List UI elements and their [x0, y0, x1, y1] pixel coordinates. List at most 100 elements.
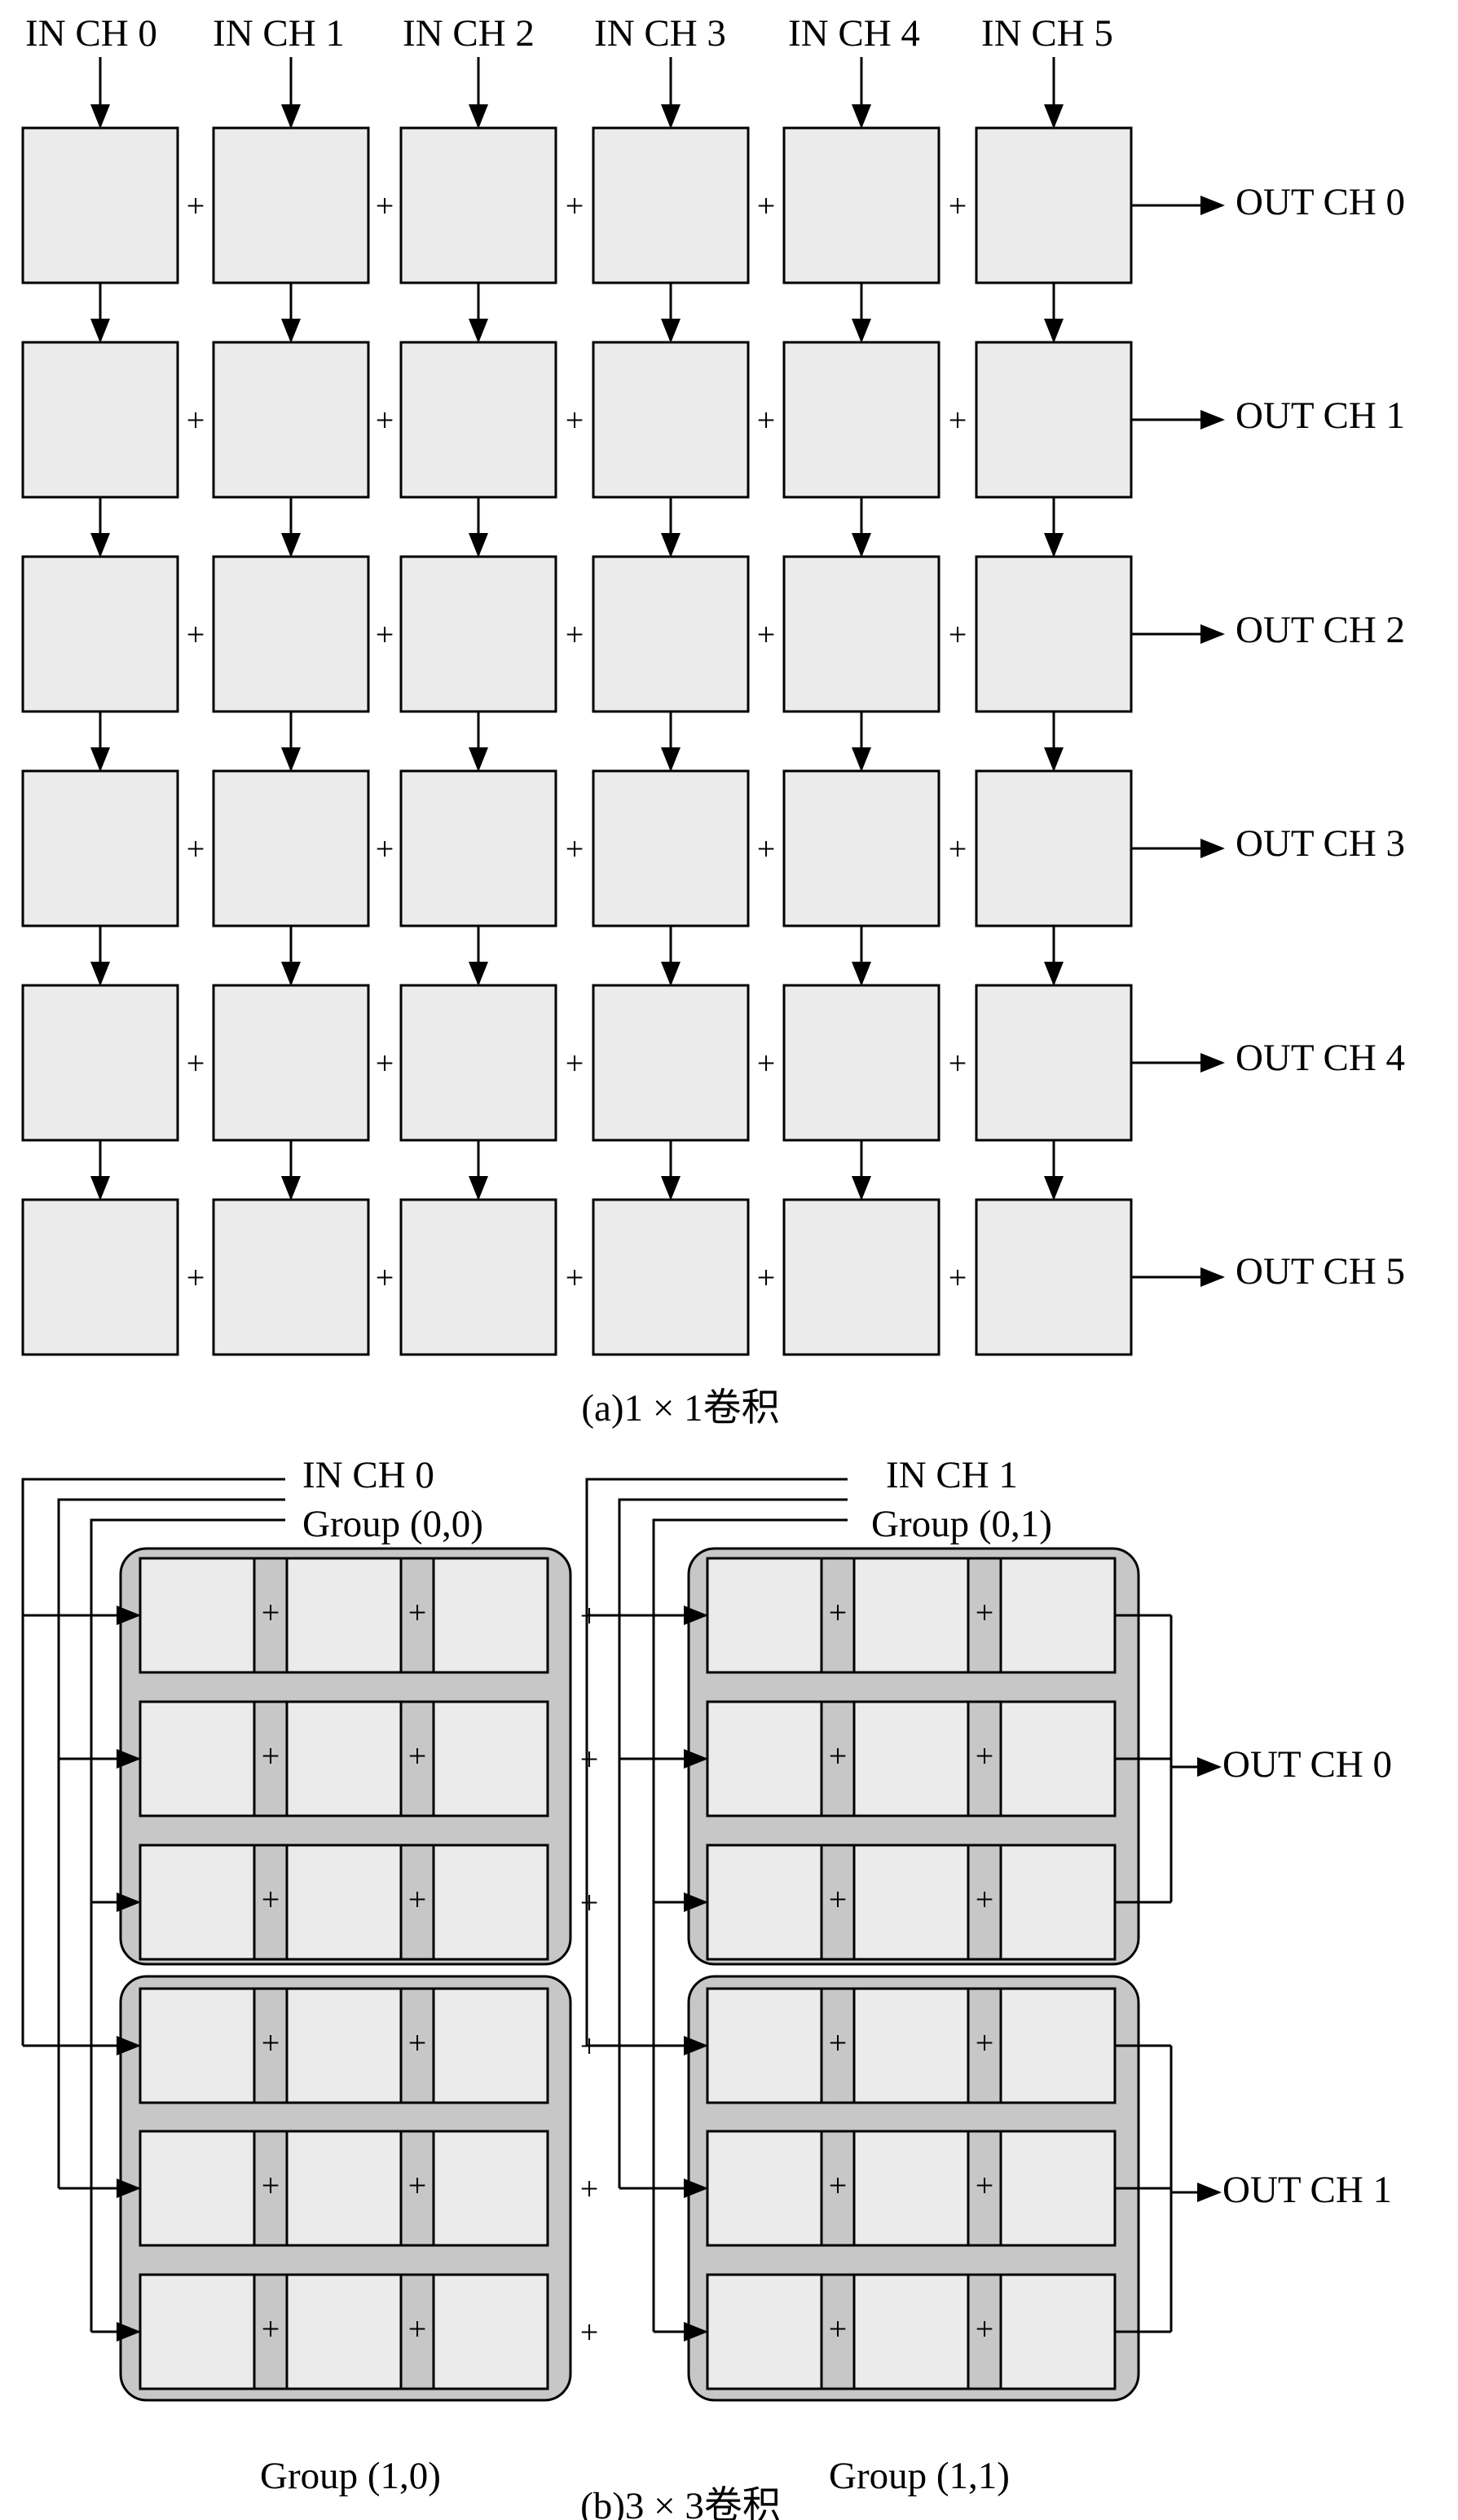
kernel-cell	[139, 2130, 256, 2247]
kernel-cell	[852, 1700, 970, 1817]
group-label: Group (1,0)	[260, 2455, 441, 2497]
kernel-cell	[399, 769, 557, 927]
kernel-row: ++	[706, 1987, 1117, 2104]
input-channel-label: IN CH 3	[594, 12, 726, 55]
group-sum-operators: ++++++	[580, 1597, 599, 2350]
kernel-row: ++	[706, 1700, 1117, 1817]
kernel-cell	[706, 1844, 823, 1961]
kernel-cell	[999, 1987, 1117, 2104]
kernel-cell	[212, 126, 370, 284]
kernel-row: ++	[706, 2130, 1117, 2247]
kernel-cell	[975, 126, 1133, 284]
output-channel-label: OUT CH 1	[1236, 394, 1405, 437]
kernel-row: ++	[706, 1844, 1117, 1961]
plus-operator: +	[262, 1738, 280, 1774]
kernel-cell	[975, 769, 1133, 927]
input-channel-label: IN CH 0	[302, 1454, 434, 1496]
plus-operator: +	[976, 2024, 994, 2061]
kernel-cell	[399, 341, 557, 499]
kernel-cell	[592, 769, 750, 927]
kernel-cell	[21, 341, 179, 499]
plus-operator: +	[187, 1045, 205, 1082]
plus-operator: +	[187, 402, 205, 438]
group-label: Group (1,1)	[829, 2455, 1010, 2497]
kernel-cell	[852, 2273, 970, 2390]
plus-operator: +	[566, 1259, 584, 1296]
kernel-cell	[21, 769, 179, 927]
kernel-cell	[139, 2273, 256, 2390]
plus-operator: +	[829, 1738, 848, 1774]
plus-operator: +	[566, 616, 584, 653]
kernel-cell	[139, 1987, 256, 2104]
kernel-groups: ++++++++++++++++++++++++	[119, 1547, 1140, 2402]
plus-operator: +	[757, 402, 776, 438]
sum-separator	[399, 1987, 435, 2104]
plus-operator: +	[757, 187, 776, 224]
plus-operator: +	[262, 2167, 280, 2204]
plus-operator: +	[408, 2311, 427, 2347]
kernel-cell	[285, 1987, 403, 2104]
kernel-cell	[782, 984, 940, 1142]
plus-operator: +	[408, 1881, 427, 1918]
plus-operator: +	[829, 1594, 848, 1631]
plus-operator: +	[566, 187, 584, 224]
kernel-cell	[999, 1844, 1117, 1961]
plus-operator: +	[376, 1259, 394, 1296]
plus-operator: +	[976, 2167, 994, 2204]
sum-separator	[399, 1700, 435, 1817]
input-bus-wire	[618, 1498, 848, 2188]
kernel-cell	[592, 126, 750, 284]
plus-operator: +	[566, 830, 584, 867]
output-channel-label: OUT CH 0	[1222, 1743, 1392, 1786]
kernel-cell	[975, 984, 1133, 1142]
input-channel-labels: IN CH 0 IN CH 1 IN CH 2 IN CH 3 IN CH 4 …	[25, 12, 1113, 55]
plus-operator: +	[829, 2024, 848, 2061]
input-channel-label: IN CH 1	[213, 12, 345, 55]
plus-operator: +	[376, 402, 394, 438]
kernel-cell	[432, 1557, 549, 1674]
kernel-cell	[852, 1557, 970, 1674]
kernel-cell-grid	[21, 126, 1133, 1356]
plus-operator: +	[376, 1045, 394, 1082]
kernel-cell	[975, 1198, 1133, 1356]
part-a-1x1-convolution: IN CH 0 IN CH 1 IN CH 2 IN CH 3 IN CH 4 …	[21, 12, 1405, 1430]
input-bus-wire	[585, 1478, 848, 2046]
kernel-row: ++	[139, 1557, 549, 1674]
group-label: Group (0,1)	[871, 1503, 1052, 1545]
sum-separator	[967, 2273, 1002, 2390]
group-input-labels: IN CH 0 Group (0,0) IN CH 1 Group (0,1)	[302, 1454, 1052, 1545]
kernel-cell	[212, 341, 370, 499]
kernel-cell	[432, 2130, 549, 2247]
caption-b: (b)3 × 3卷积	[580, 2485, 781, 2520]
kernel-cell	[432, 1844, 549, 1961]
kernel-row: ++	[139, 1844, 549, 1961]
kernel-cell	[139, 1557, 256, 1674]
output-channel-label: OUT CH 5	[1236, 1250, 1405, 1293]
kernel-cell	[782, 1198, 940, 1356]
plus-operator: +	[580, 1741, 599, 1778]
kernel-cell	[706, 2130, 823, 2247]
plus-operator: +	[187, 1259, 205, 1296]
output-channel-labels: OUT CH 0 OUT CH 1 OUT CH 2 OUT CH 3 OUT …	[1236, 181, 1405, 1293]
kernel-cell	[212, 1198, 370, 1356]
channel-wires	[90, 57, 1225, 1287]
kernel-cell	[782, 555, 940, 713]
plus-operator: +	[376, 187, 394, 224]
kernel-cell	[975, 341, 1133, 499]
plus-operator: +	[949, 1045, 967, 1082]
kernel-cell	[975, 555, 1133, 713]
plus-operator: +	[580, 1884, 599, 1921]
plus-operator: +	[976, 1594, 994, 1631]
kernel-row: ++	[706, 2273, 1117, 2390]
input-channel-label: IN CH 2	[403, 12, 535, 55]
kernel-cell	[432, 1987, 549, 2104]
sum-separator	[820, 1700, 856, 1817]
group-wires	[21, 1478, 1222, 2342]
plus-operator: +	[949, 187, 967, 224]
output-channel-label: OUT CH 2	[1236, 609, 1405, 651]
input-channel-label: IN CH 4	[788, 12, 920, 55]
sum-separator	[967, 2130, 1002, 2247]
kernel-cell	[782, 769, 940, 927]
output-channel-label: OUT CH 3	[1236, 822, 1405, 865]
